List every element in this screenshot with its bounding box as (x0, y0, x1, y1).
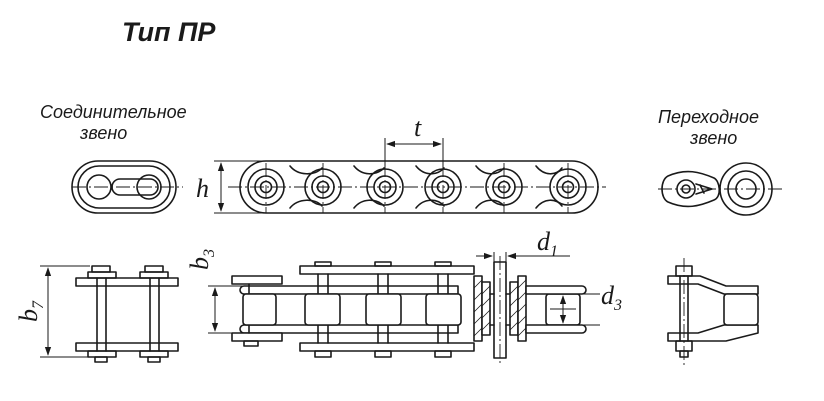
transition-link-top-view (667, 258, 759, 366)
drawing-title: Тип ПР (122, 17, 216, 47)
chain-side-view (228, 160, 606, 214)
pitch-dimension: t (384, 113, 444, 168)
height-label: h (196, 174, 209, 203)
inner-width-label: b3 (185, 249, 218, 270)
pitch-label: t (414, 113, 422, 142)
roller-diameter-label: d3 (601, 281, 622, 314)
connecting-link-caption-line2: звено (79, 123, 127, 143)
connecting-width-dimension: b7 (14, 265, 90, 358)
inner-width-dimension: b3 (185, 249, 244, 334)
pin-diameter-label: d1 (537, 227, 558, 260)
transition-link-side-view (658, 162, 782, 216)
pin-diameter-dimension: d1 (476, 227, 570, 262)
transition-link-caption-line2: звено (689, 128, 737, 148)
transition-link-caption-line1: Переходное (658, 107, 759, 127)
height-dimension: h (196, 160, 262, 214)
connecting-width-label: b7 (14, 300, 47, 322)
connecting-link-side-view (71, 160, 183, 214)
connecting-link-top-view (75, 265, 179, 363)
chain-top-view (231, 256, 587, 366)
roller-diameter-dimension: d3 (550, 281, 622, 326)
connecting-link-caption-line1: Соединительное (40, 102, 187, 122)
